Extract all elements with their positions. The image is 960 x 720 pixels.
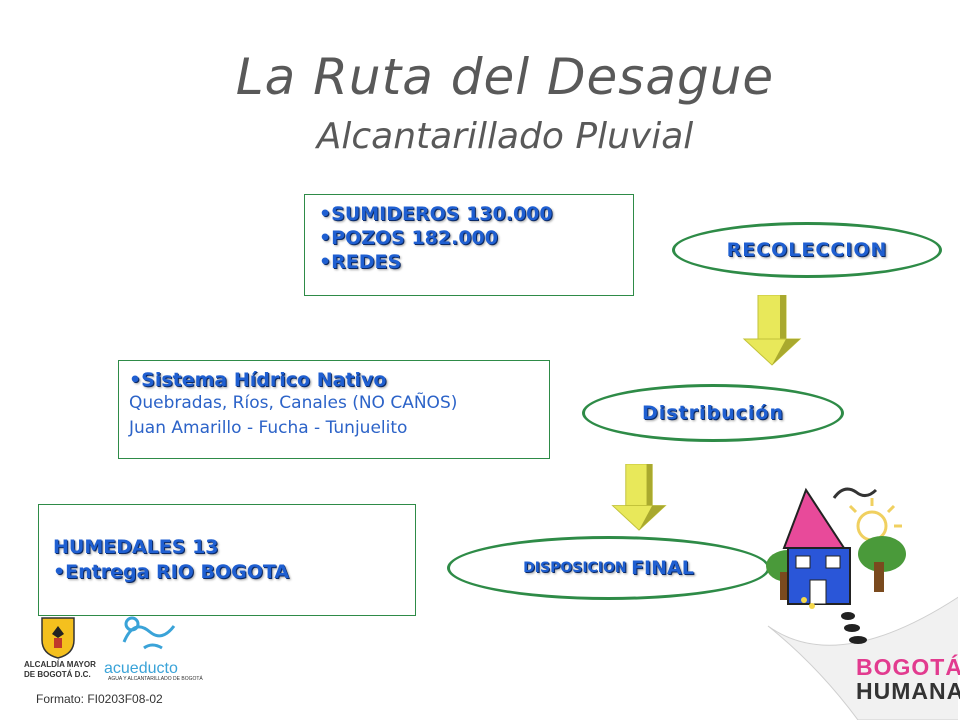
page-title: La Ruta del Desague [235, 48, 775, 106]
down-arrow-icon [611, 464, 667, 531]
formato-label: Formato: FI0203F08-02 [36, 692, 163, 706]
bullet: • [129, 369, 142, 391]
bogota-text: BOGOTÁ [856, 654, 960, 680]
wetlands-item-row: •Entrega RIO BOGOTA [53, 560, 415, 585]
acueducto-sub: AGUA Y ALCANTARILLADO DE BOGOTÁ [108, 676, 203, 682]
down-arrow-icon [742, 295, 802, 366]
disposicion-label: DISPOSICION [523, 560, 627, 576]
list-item: •SUMIDEROS 130.000 [319, 203, 633, 227]
distribucion-stage: Distribución [582, 384, 844, 442]
native-heading-row: •Sistema Hídrico Nativo [129, 369, 549, 391]
recoleccion-label: RECOLECCION [726, 239, 888, 261]
list-item: •POZOS 182.000 [319, 227, 633, 251]
wetlands-heading: HUMEDALES 13 [53, 536, 219, 558]
alcaldia-line-2: DE BOGOTÁ D.C. [24, 670, 91, 679]
bullet: • [319, 226, 332, 249]
final-label: FINAL [631, 557, 694, 579]
house-illustration [766, 487, 958, 720]
disposicion-stage: DISPOSICION FINAL [447, 536, 770, 600]
acueducto-logo-icon [122, 616, 176, 650]
pozos-label: POZOS 182.000 [331, 226, 498, 249]
sumideros-label: SUMIDEROS 130.000 [331, 203, 553, 225]
distribucion-label: Distribución [641, 402, 785, 424]
native-system-box: •Sistema Hídrico Nativo Quebradas, Ríos,… [118, 360, 550, 459]
bullet: • [319, 250, 332, 273]
crest-icon [41, 617, 75, 659]
native-line-2: Juan Amarillo - Fucha - Tunjuelito [129, 417, 408, 438]
alcaldia-line-1: ALCALDÍA MAYOR [24, 660, 96, 669]
wetlands-box: HUMEDALES 13 •Entrega RIO BOGOTA [38, 504, 416, 616]
bullet: • [319, 203, 332, 225]
bullet: • [53, 560, 66, 583]
acueducto-label: acueducto [104, 660, 178, 677]
native-heading: Sistema Hídrico Nativo [141, 369, 387, 391]
collection-box: •SUMIDEROS 130.000 •POZOS 182.000 •REDES [304, 194, 634, 296]
wetlands-item: Entrega RIO BOGOTA [65, 560, 290, 583]
humana-text: HUMANA [856, 678, 960, 704]
page-subtitle: Alcantarillado Pluvial [316, 116, 694, 157]
bogota-logo: BOGOTÁ HUMANA [856, 654, 960, 704]
recoleccion-stage: RECOLECCION [672, 222, 942, 278]
redes-label: REDES [331, 250, 402, 273]
list-item: •REDES [319, 251, 633, 275]
native-line-1: Quebradas, Ríos, Canales (NO CAÑOS) [129, 393, 458, 413]
